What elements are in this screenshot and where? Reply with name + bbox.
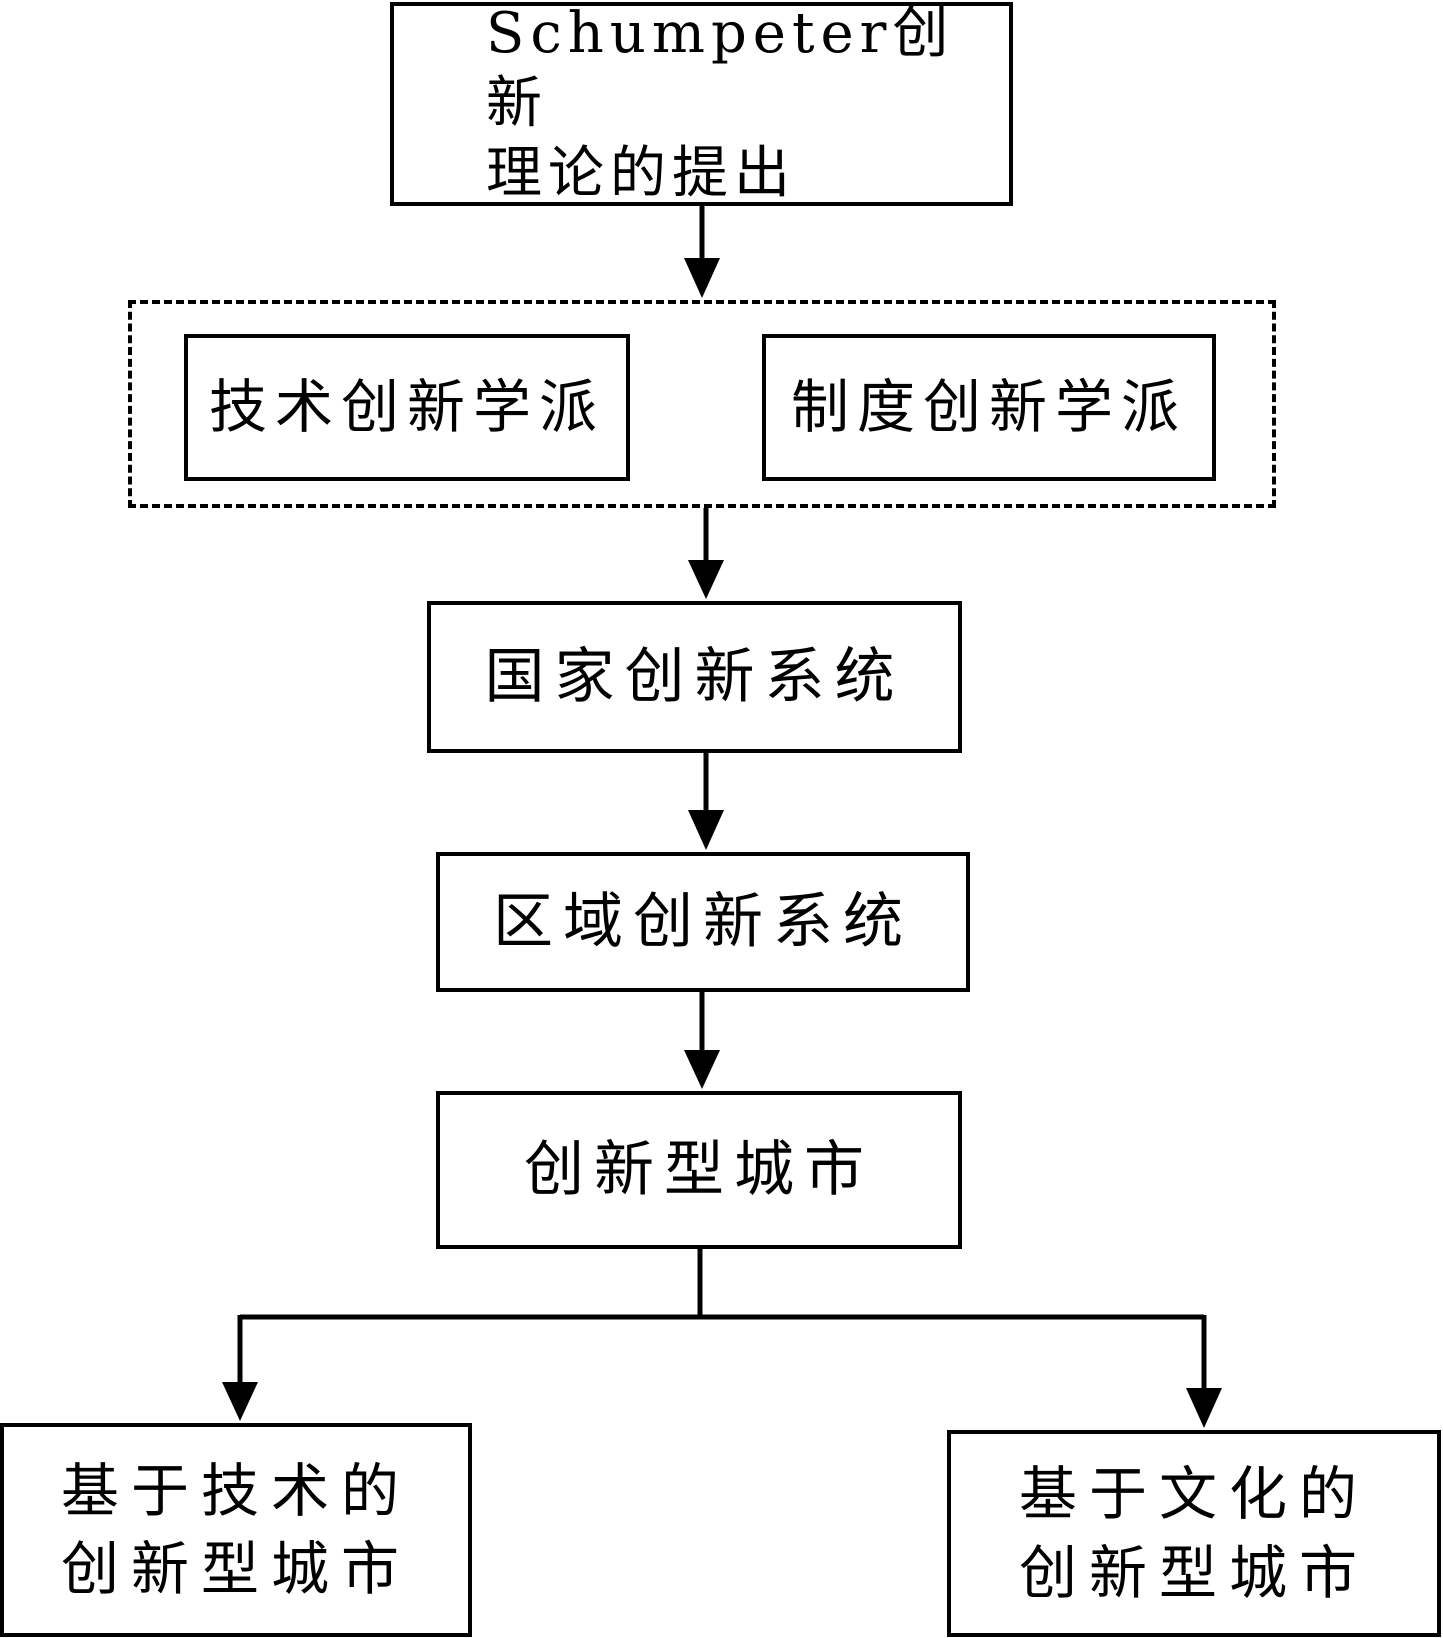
node-schumpeter-theory-line-1: Schumpeter创新 bbox=[486, 1, 955, 136]
node-tech-innovation-school: 技术创新学派 bbox=[184, 334, 630, 481]
node-innovative-city: 创新型城市 bbox=[436, 1091, 962, 1249]
schools-group-dashed bbox=[128, 300, 1276, 508]
node-culture-based-innovative-city-text: 基于文化的 创新型城市 bbox=[1019, 1455, 1369, 1612]
node-regional-innovation-system: 区域创新系统 bbox=[436, 852, 970, 992]
node-culture-based-innovative-city-line-1: 基于文化的 bbox=[1018, 1460, 1369, 1529]
arrowhead-schools-to-national bbox=[688, 560, 724, 599]
node-regional-innovation-system-label: 区域创新系统 bbox=[493, 886, 913, 957]
node-culture-based-innovative-city-line-2: 创新型城市 bbox=[1018, 1538, 1369, 1607]
node-innovative-city-label: 创新型城市 bbox=[524, 1134, 874, 1205]
arrowhead-regional-to-city bbox=[684, 1050, 720, 1089]
node-schumpeter-theory-line-2: 理论的提出 bbox=[486, 141, 796, 206]
arrowhead-city-to-culture-city bbox=[1186, 1388, 1222, 1428]
node-culture-based-innovative-city: 基于文化的 创新型城市 bbox=[947, 1430, 1441, 1637]
node-institutional-innovation-school: 制度创新学派 bbox=[762, 334, 1216, 481]
node-tech-based-innovative-city-text: 基于技术的 创新型城市 bbox=[61, 1452, 411, 1609]
node-national-innovation-system-label: 国家创新系统 bbox=[484, 641, 905, 712]
node-institutional-innovation-school-label: 制度创新学派 bbox=[790, 373, 1187, 442]
node-tech-based-innovative-city-line-1: 基于技术的 bbox=[60, 1456, 411, 1525]
node-tech-based-innovative-city: 基于技术的 创新型城市 bbox=[0, 1423, 472, 1637]
node-national-innovation-system: 国家创新系统 bbox=[427, 601, 962, 753]
node-tech-innovation-school-label: 技术创新学派 bbox=[208, 373, 605, 442]
arrowhead-national-to-regional bbox=[688, 810, 724, 850]
node-tech-based-innovative-city-line-2: 创新型城市 bbox=[60, 1535, 411, 1603]
arrowhead-city-to-tech-city bbox=[222, 1382, 258, 1421]
arrowhead-origin-to-schools bbox=[684, 258, 720, 298]
node-schumpeter-theory-text: Schumpeter创新 理论的提出 bbox=[486, 0, 1009, 209]
node-schumpeter-theory: Schumpeter创新 理论的提出 bbox=[390, 0, 1013, 209]
